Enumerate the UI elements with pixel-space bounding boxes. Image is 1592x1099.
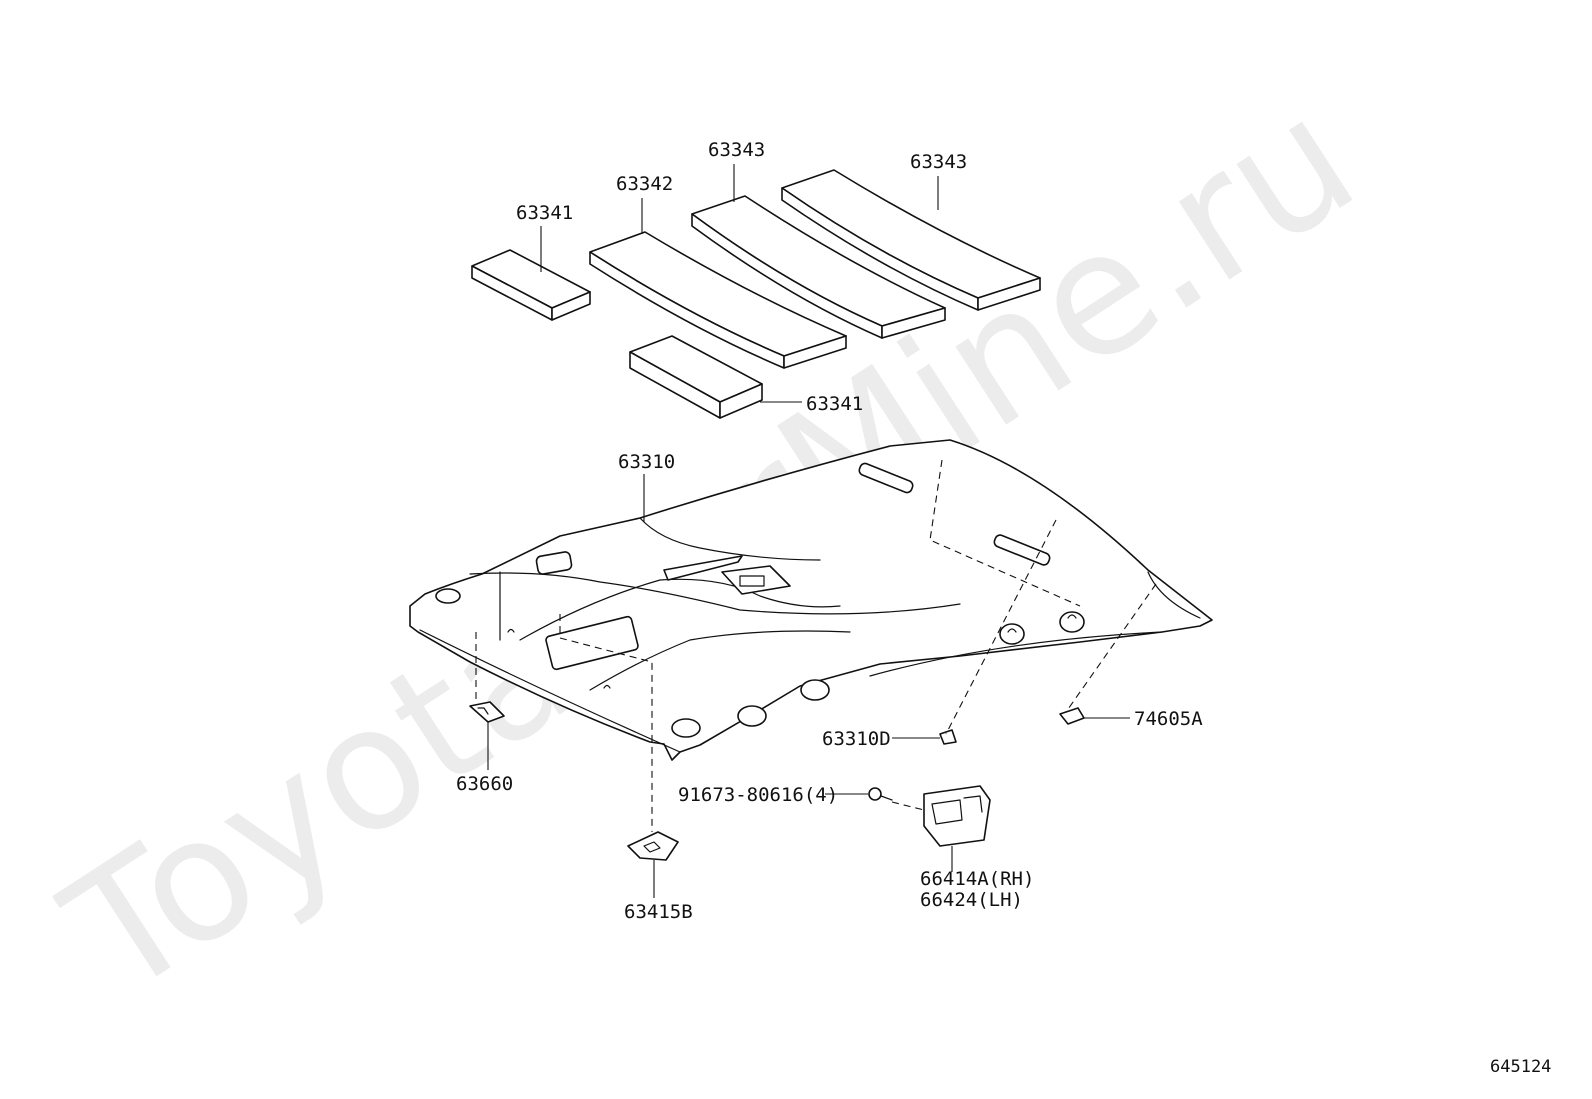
label-63310d: 63310D xyxy=(822,728,891,750)
label-66414a: 66414A(RH) xyxy=(920,868,1034,890)
label-66424: 66424(LH) xyxy=(920,889,1023,911)
pad-63341-left[interactable] xyxy=(471,249,591,321)
pad-63341-center[interactable] xyxy=(629,335,763,419)
label-63310: 63310 xyxy=(618,451,675,473)
pad-63343-front[interactable] xyxy=(691,195,946,339)
headliner-63310[interactable] xyxy=(409,439,1213,761)
clip-63660[interactable] xyxy=(469,701,505,723)
label-63341-left: 63341 xyxy=(516,202,573,224)
label-63660: 63660 xyxy=(456,773,513,795)
diagram-id: 645124 xyxy=(1490,1057,1551,1077)
clip-63310d[interactable] xyxy=(939,729,957,745)
label-91673: 91673-80616(4) xyxy=(678,784,838,806)
label-63343-front: 63343 xyxy=(708,139,765,161)
screw-91673[interactable] xyxy=(868,787,893,801)
label-63341-center: 63341 xyxy=(806,393,863,415)
label-63342: 63342 xyxy=(616,173,673,195)
holder-66414a[interactable] xyxy=(923,785,991,847)
label-63415b: 63415B xyxy=(624,901,693,923)
pad-63342[interactable] xyxy=(589,231,847,369)
clip-74605a[interactable] xyxy=(1059,707,1085,725)
pad-63343-rear[interactable] xyxy=(781,169,1041,311)
label-63343-rear: 63343 xyxy=(910,151,967,173)
cover-63415b[interactable] xyxy=(627,831,679,861)
label-74605a: 74605A xyxy=(1134,708,1203,730)
